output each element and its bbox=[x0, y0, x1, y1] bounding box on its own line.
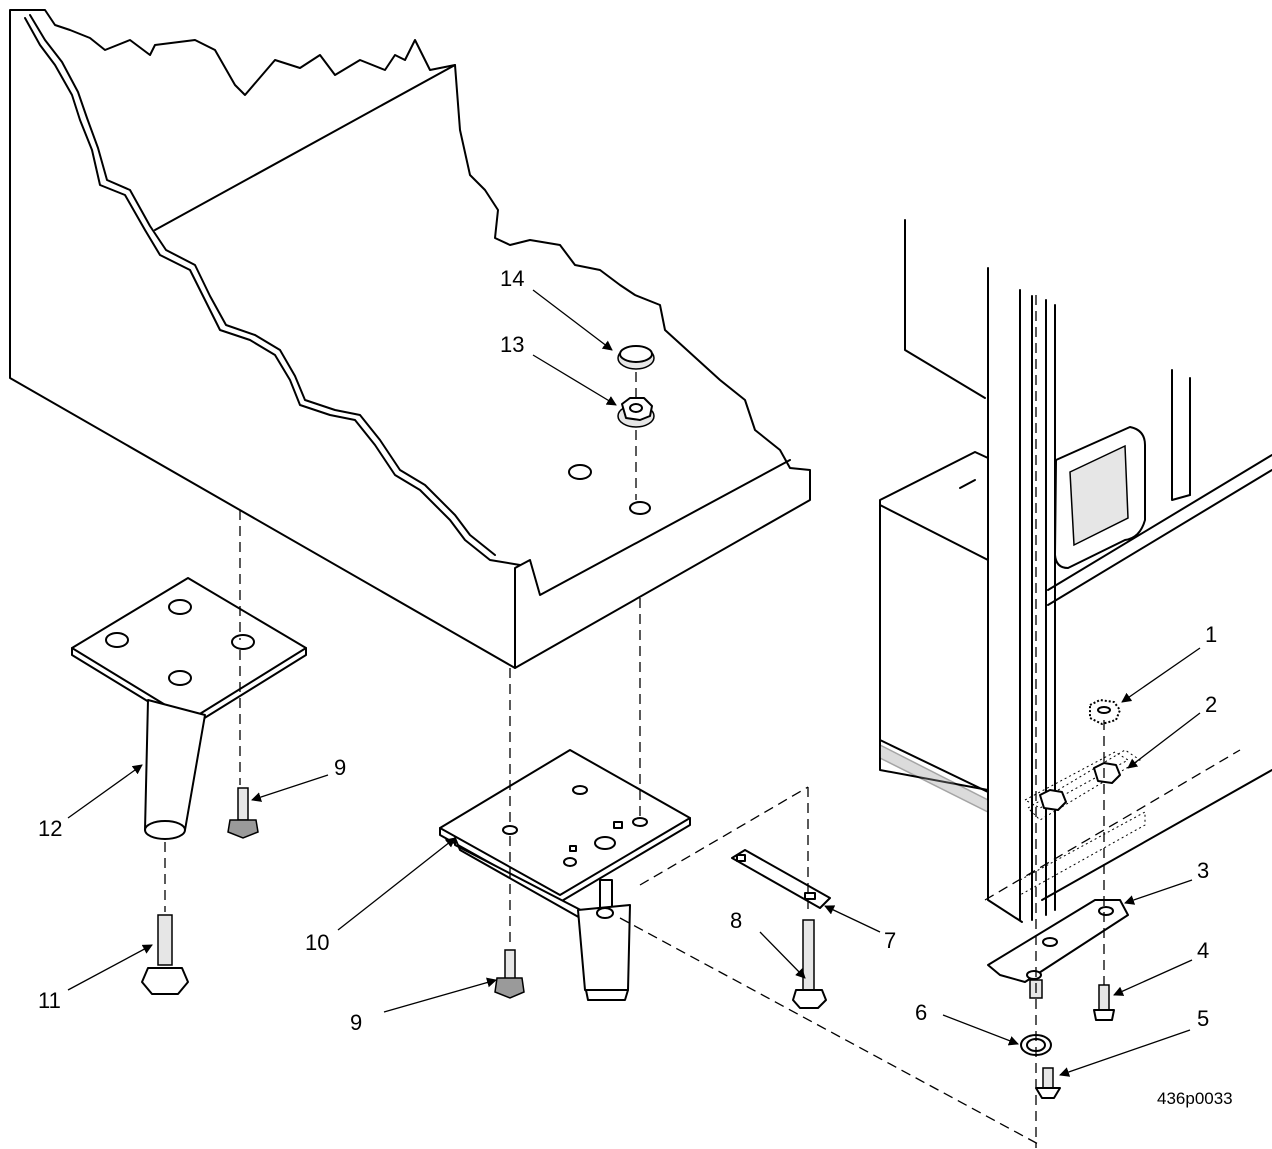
callout-4: 4 bbox=[1197, 938, 1209, 963]
part-9-bolt-left bbox=[227, 787, 259, 839]
part-12-leg-plate bbox=[71, 577, 307, 840]
drawing-reference-number: 436p0033 bbox=[1157, 1089, 1233, 1108]
side-box bbox=[879, 451, 989, 814]
callout-10: 10 bbox=[305, 930, 329, 955]
callout-8: 8 bbox=[730, 908, 742, 933]
callout-1: 1 bbox=[1205, 622, 1217, 647]
base-hole-right bbox=[629, 501, 651, 515]
callout-leaders bbox=[67, 289, 1201, 1077]
part-14-cap bbox=[617, 345, 655, 370]
callout-13: 13 bbox=[500, 332, 524, 357]
part-13-nut bbox=[617, 397, 655, 428]
part-7-shim bbox=[731, 849, 831, 909]
callout-2: 2 bbox=[1205, 692, 1217, 717]
part-4-screw bbox=[1093, 984, 1115, 1021]
part-1-nut bbox=[1089, 699, 1121, 725]
cabinet-base-cutaway bbox=[9, 9, 811, 669]
cabinet-side-panel bbox=[879, 219, 1272, 923]
part-9-bolt-center bbox=[494, 949, 525, 999]
callout-9-center: 9 bbox=[350, 1010, 362, 1035]
part-2-plate bbox=[1023, 751, 1129, 811]
callout-3: 3 bbox=[1197, 858, 1209, 883]
alignment-lines bbox=[164, 295, 1105, 1148]
part-11-stud bbox=[141, 914, 189, 995]
callout-11: 11 bbox=[38, 988, 61, 1013]
callout-14: 14 bbox=[500, 266, 524, 291]
callout-7: 7 bbox=[884, 928, 896, 953]
part-10-leg-plate bbox=[439, 749, 691, 1001]
callout-6: 6 bbox=[915, 1000, 927, 1025]
callout-12: 12 bbox=[38, 816, 62, 841]
part-5-screw bbox=[1035, 1067, 1061, 1099]
base-hole-left bbox=[568, 464, 592, 480]
part-8-bolt bbox=[792, 919, 827, 1009]
callout-5: 5 bbox=[1197, 1006, 1209, 1031]
part-3-hinge-bracket bbox=[987, 899, 1129, 999]
callout-9-left: 9 bbox=[334, 755, 346, 780]
latch-handle bbox=[1054, 426, 1146, 569]
